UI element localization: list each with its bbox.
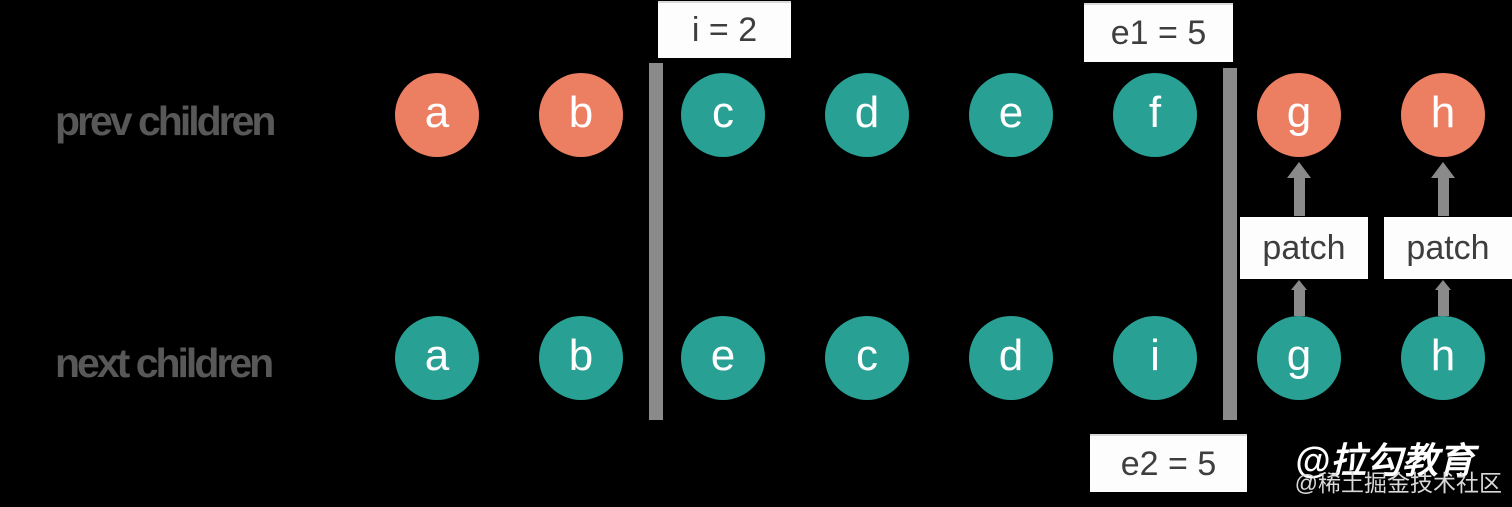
node-prev-e: e bbox=[969, 73, 1053, 157]
prev-children-label: prev children bbox=[55, 98, 276, 144]
node-prev-b: b bbox=[539, 73, 623, 157]
divider-index bbox=[649, 63, 663, 420]
patch-arrow-up-icon bbox=[1286, 162, 1312, 216]
node-prev-g: g bbox=[1257, 73, 1341, 157]
node-letter: e bbox=[998, 88, 1024, 137]
node-letter: d bbox=[998, 331, 1024, 380]
patch-label-left: patch bbox=[1240, 217, 1368, 279]
node-letter: f bbox=[1148, 88, 1162, 137]
watermark-juejin: @稀土掘金技术社区 bbox=[1294, 470, 1502, 496]
node-letter: h bbox=[1430, 88, 1456, 137]
end2-marker-box: e2 = 5 bbox=[1090, 434, 1247, 492]
divider-end bbox=[1223, 68, 1237, 420]
node-next-h: h bbox=[1401, 316, 1485, 400]
node-next-i: i bbox=[1113, 316, 1197, 400]
node-letter: b bbox=[568, 331, 594, 380]
node-prev-c: c bbox=[681, 73, 765, 157]
patch-label-right: patch bbox=[1384, 217, 1512, 279]
node-prev-d: d bbox=[825, 73, 909, 157]
index-marker-box: i = 2 bbox=[658, 1, 791, 58]
node-next-e: e bbox=[681, 316, 765, 400]
node-next-a: a bbox=[395, 316, 479, 400]
next-children-label: next children bbox=[55, 340, 274, 386]
node-letter: d bbox=[854, 88, 880, 137]
watermark-lagou: @拉勾教育 bbox=[1294, 440, 1474, 481]
node-next-b: b bbox=[539, 316, 623, 400]
node-letter: a bbox=[424, 331, 450, 380]
node-letter: g bbox=[1286, 331, 1312, 380]
node-letter: i bbox=[1150, 331, 1160, 380]
node-next-c: c bbox=[825, 316, 909, 400]
node-letter: h bbox=[1430, 331, 1456, 380]
node-prev-h: h bbox=[1401, 73, 1485, 157]
node-prev-f: f bbox=[1113, 73, 1197, 157]
patch-arrow-up-icon bbox=[1430, 280, 1456, 316]
node-letter: g bbox=[1286, 88, 1312, 137]
node-letter: c bbox=[856, 331, 878, 380]
patch-arrow-up-icon bbox=[1286, 280, 1312, 316]
node-letter: a bbox=[424, 88, 450, 137]
node-letter: e bbox=[710, 331, 736, 380]
node-letter: b bbox=[568, 88, 594, 137]
node-prev-a: a bbox=[395, 73, 479, 157]
end1-marker-box: e1 = 5 bbox=[1084, 3, 1233, 62]
node-next-g: g bbox=[1257, 316, 1341, 400]
node-next-d: d bbox=[969, 316, 1053, 400]
node-letter: c bbox=[712, 88, 734, 137]
patch-arrow-up-icon bbox=[1430, 162, 1456, 216]
